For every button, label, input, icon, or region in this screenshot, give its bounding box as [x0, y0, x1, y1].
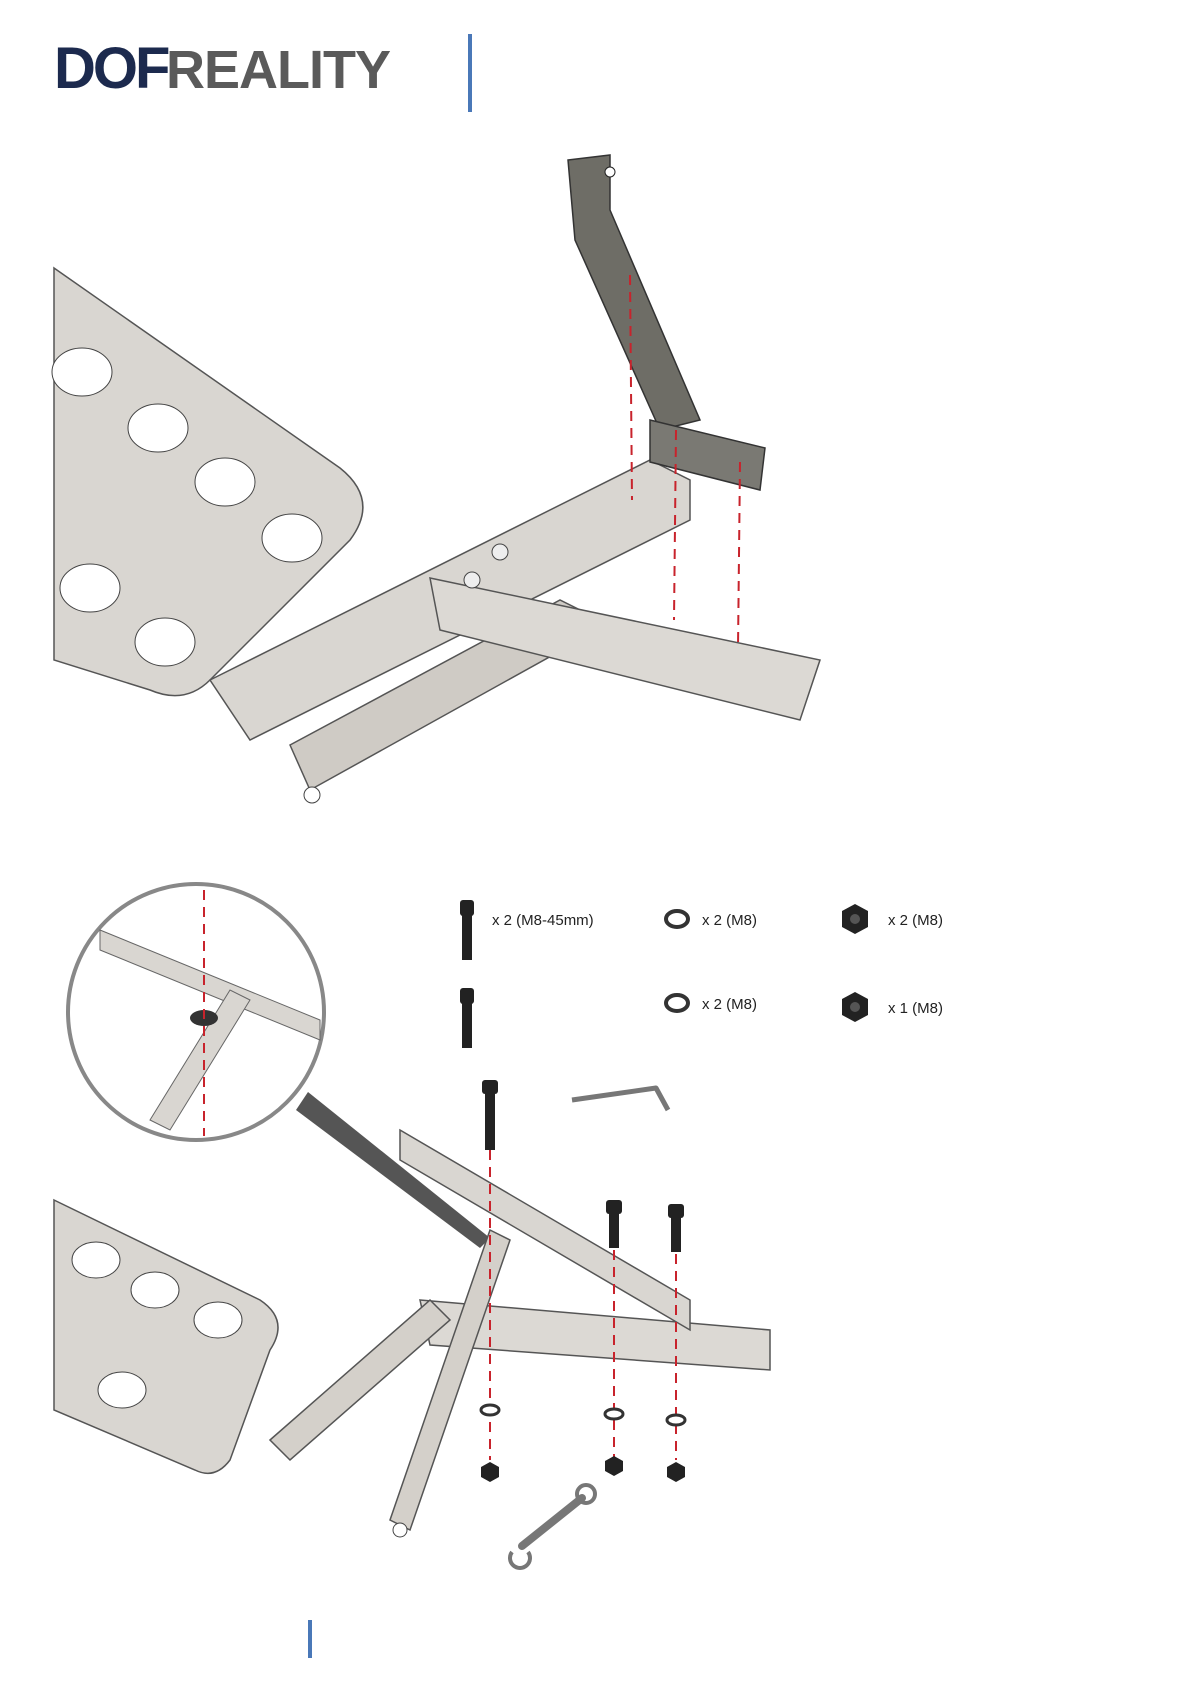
rails-bottom — [270, 1130, 770, 1537]
wrench-icon — [510, 1485, 595, 1568]
detail-magnifier — [68, 884, 490, 1248]
footer-accent-bar — [308, 1620, 312, 1658]
washers-nuts-bottom — [481, 1405, 685, 1482]
pedal-plate-bottom — [54, 1200, 278, 1473]
